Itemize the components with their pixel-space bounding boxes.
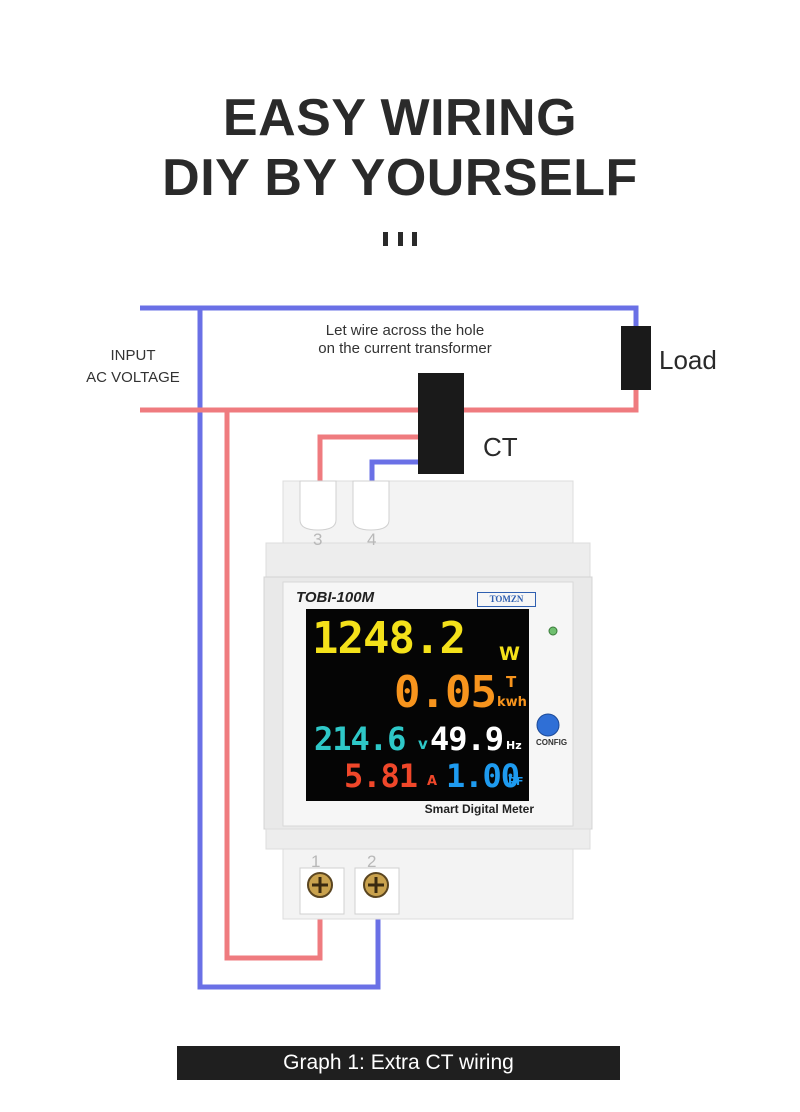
- input-voltage-label: INPUT AC VOLTAGE: [70, 345, 196, 389]
- screw-terminal-2: [363, 872, 389, 898]
- terminal-number-2: 2: [367, 852, 377, 871]
- terminal-number-3: 3: [313, 530, 323, 549]
- note-line-1: Let wire across the hole: [325, 322, 485, 339]
- power-reading: 1248.2: [312, 613, 466, 664]
- load-block: [621, 326, 651, 390]
- ct-label: CT: [483, 432, 518, 462]
- energy-unit-top: T: [506, 673, 517, 691]
- input-label-line-2: AC VOLTAGE: [86, 369, 180, 386]
- energy-unit: kwh: [497, 695, 527, 710]
- current-unit: A: [427, 774, 438, 789]
- input-label-line-1: INPUT: [110, 347, 156, 364]
- frequency-unit: Hz: [506, 739, 522, 752]
- ct-block: [418, 373, 464, 474]
- status-led: [548, 626, 558, 636]
- screw-terminal-1: [307, 872, 333, 898]
- pf-unit: PF: [508, 775, 524, 788]
- pf-reading: 1.00: [446, 757, 520, 795]
- terminal-number-4: 4: [367, 530, 377, 549]
- caption-bar: Graph 1: Extra CT wiring: [177, 1046, 620, 1080]
- divider-ticks: [383, 232, 417, 248]
- headline-line-1: EASY WIRING: [222, 89, 578, 147]
- meter-brand: TOMZN: [477, 592, 536, 607]
- voltage-reading: 214.6: [314, 720, 406, 758]
- meter-model: TOBI-100M: [296, 589, 375, 606]
- neutral-wire: [140, 305, 639, 990]
- power-unit: W: [499, 643, 520, 665]
- load-label: Load: [659, 345, 717, 375]
- meter-product-name: Smart Digital Meter: [424, 802, 534, 816]
- frequency-reading: 49.9: [430, 720, 504, 758]
- current-reading: 5.81: [344, 757, 418, 795]
- energy-reading: 0.05: [394, 667, 497, 718]
- meter-display: 1248.2 W 0.05 T kwh 214.6 v 49.9 Hz 5.81…: [306, 609, 529, 801]
- terminal-number-1: 1: [311, 852, 321, 871]
- note-line-2: on the current transformer: [318, 340, 492, 357]
- voltage-unit: v: [418, 735, 428, 753]
- headline-line-2: DIY BY YOURSELF: [162, 149, 638, 207]
- live-wire: [140, 388, 639, 961]
- ct-instruction-note: Let wire across the hole on the current …: [250, 322, 560, 358]
- config-label: CONFIG: [536, 738, 568, 747]
- config-button[interactable]: [536, 713, 560, 737]
